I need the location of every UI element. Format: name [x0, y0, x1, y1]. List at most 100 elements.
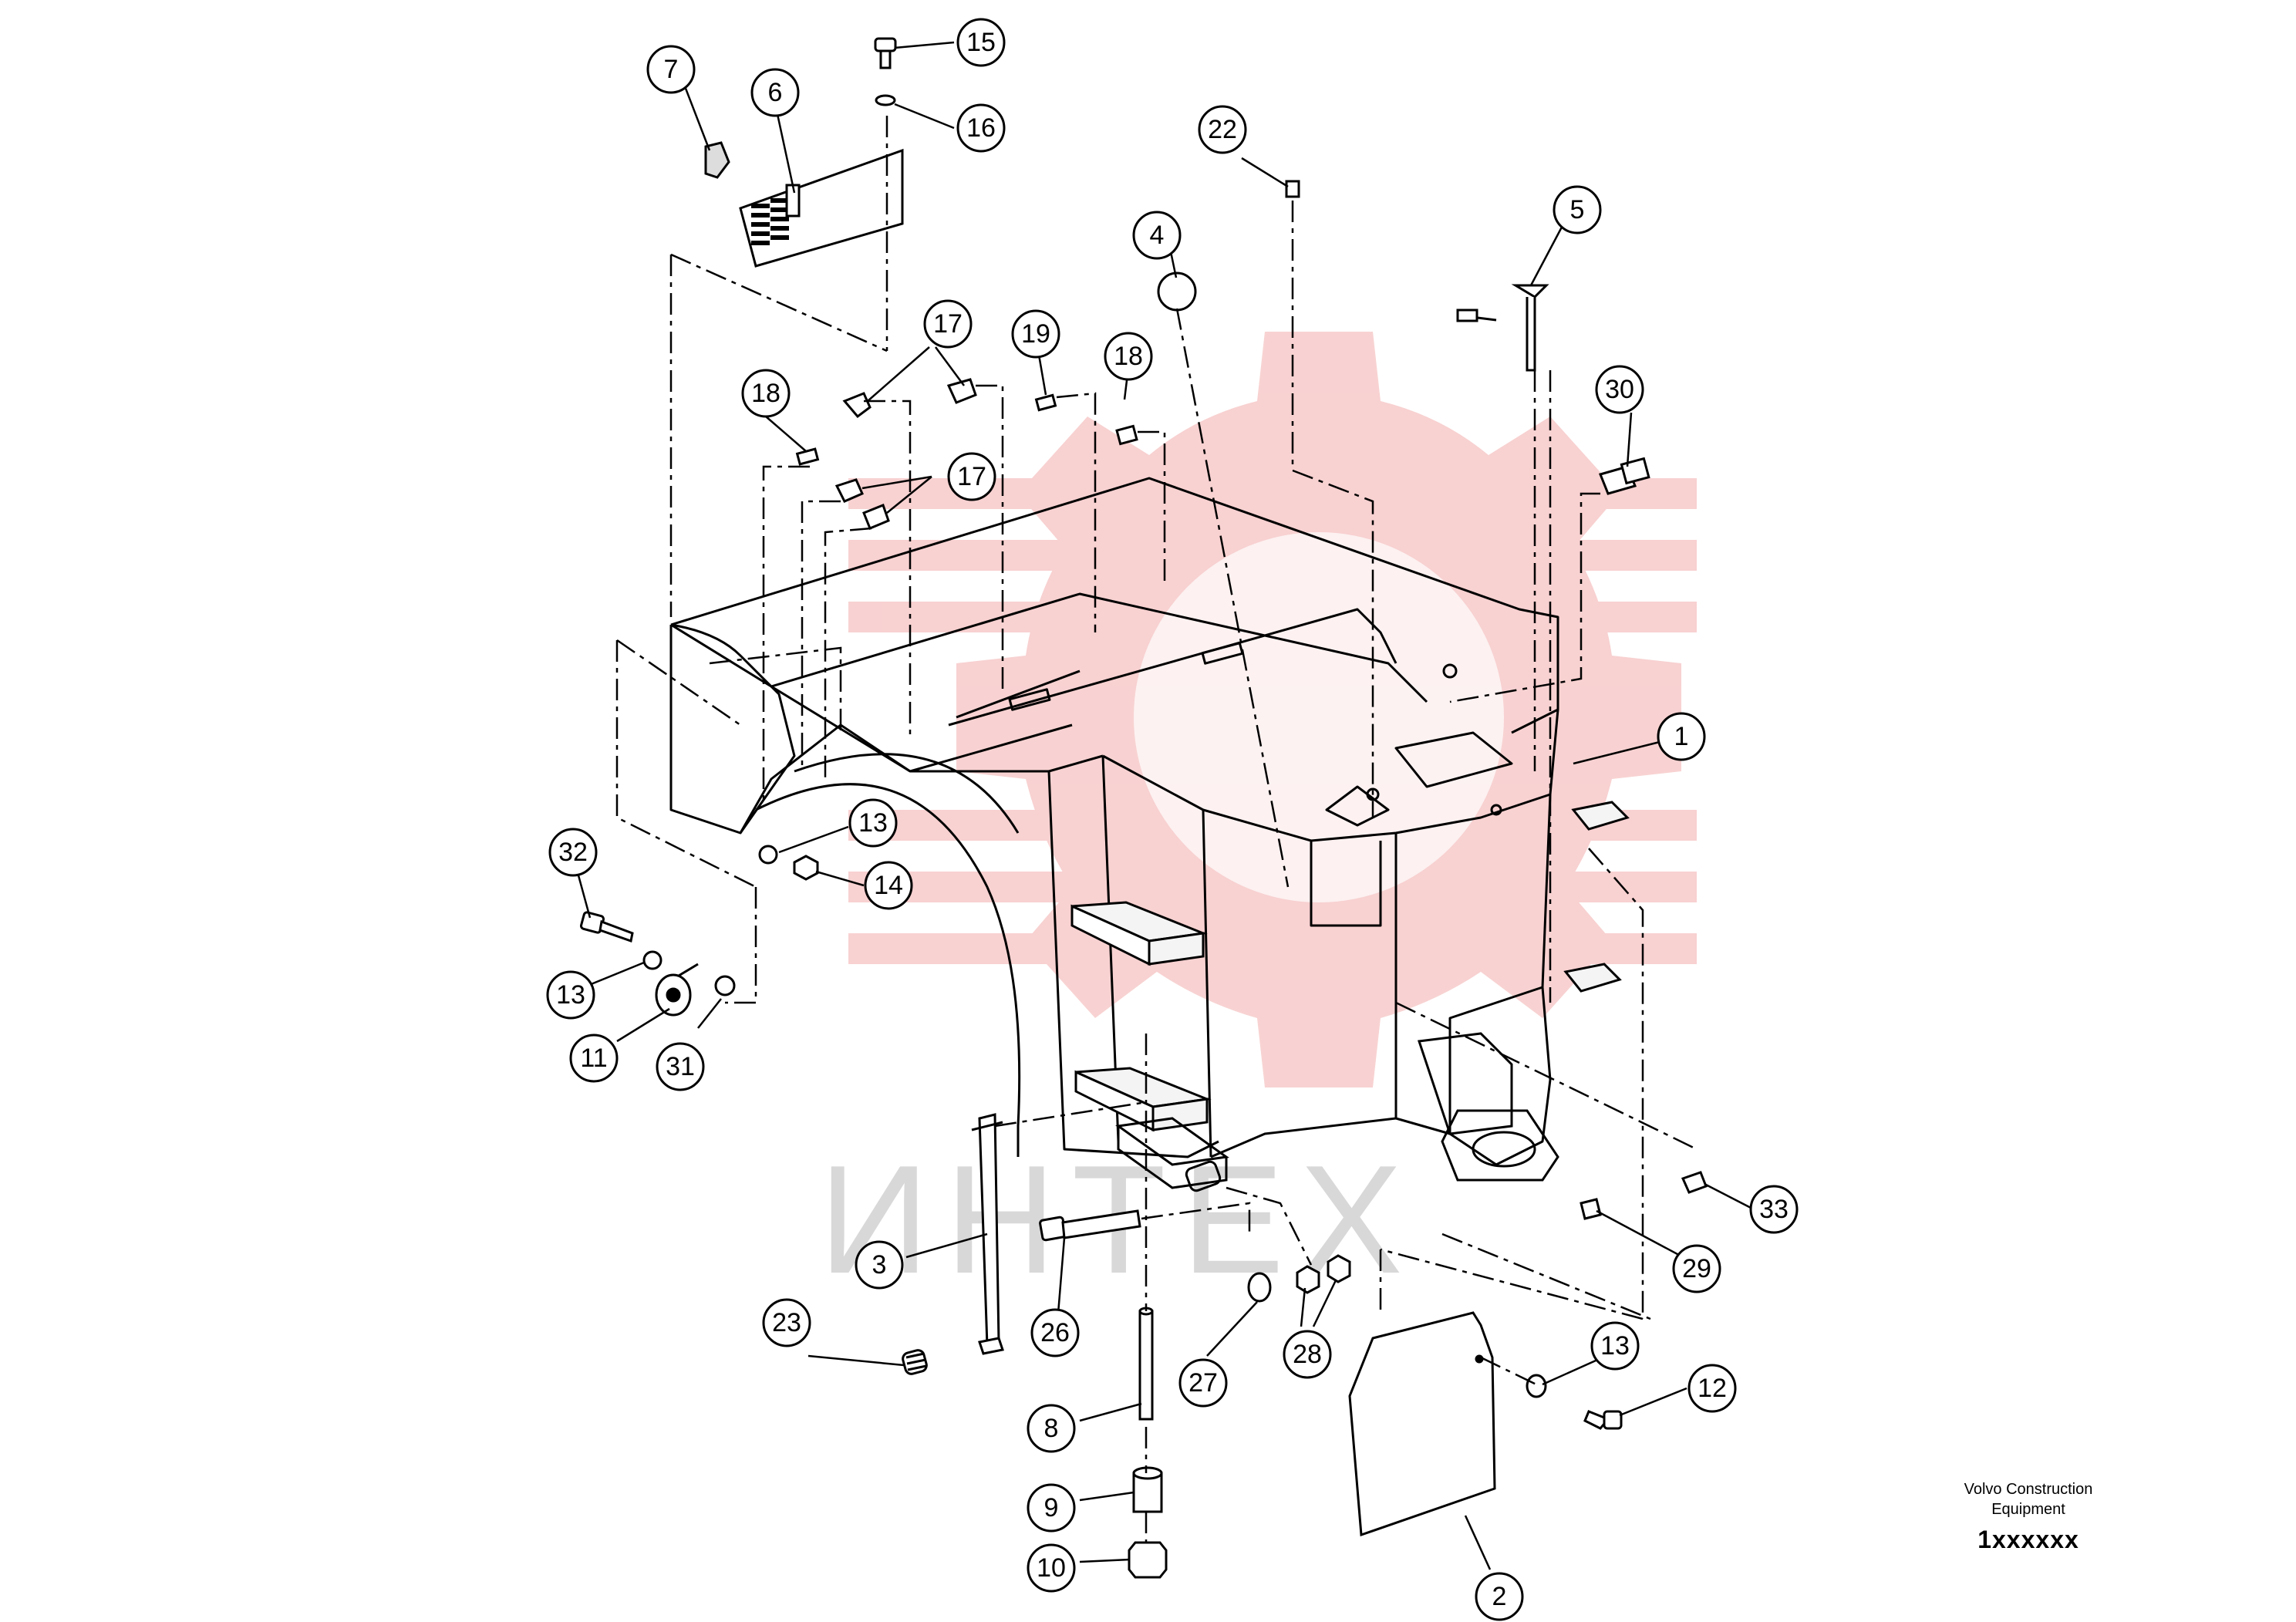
part-10-nut: [1128, 1541, 1168, 1579]
callout-label-29: 29: [1682, 1254, 1711, 1283]
callout-label-6: 6: [768, 78, 783, 107]
callout-label-7: 7: [664, 55, 679, 84]
callout-17a: [923, 299, 973, 349]
callout-label-11: 11: [580, 1044, 607, 1073]
callout-12: [1687, 1364, 1737, 1413]
step-upper-left: [1070, 901, 1208, 966]
footer-company-line1: Volvo Construction: [1964, 1481, 2093, 1498]
callout-22: [1198, 105, 1247, 154]
callout-31: [656, 1042, 705, 1091]
callout-17b: [947, 452, 996, 501]
part-6-cover-plate: [739, 148, 904, 268]
part-26-bolt: [1039, 1209, 1141, 1242]
callout-label-31: 31: [666, 1052, 695, 1081]
rear-hitch: [1417, 1032, 1559, 1182]
callout-label-17a: 17: [933, 309, 963, 339]
part-22-fitting: [1285, 180, 1300, 198]
part-13-washer-c: [1526, 1374, 1547, 1398]
callout-label-9: 9: [1044, 1493, 1059, 1523]
footer-company-line2: Equipment: [1991, 1501, 2065, 1518]
part-13-washer-a: [758, 845, 778, 865]
callout-13b: [546, 970, 595, 1020]
callout-label-4: 4: [1150, 221, 1165, 250]
part-23-spring: [902, 1349, 928, 1375]
callout-label-16: 16: [966, 113, 996, 143]
part-28-nut-a: [1296, 1265, 1320, 1294]
part-8-pin: [1138, 1307, 1154, 1421]
part-9-bushing: [1132, 1466, 1163, 1513]
callout-label-2: 2: [1492, 1582, 1507, 1611]
part-28-nut-b: [1327, 1254, 1351, 1283]
part-27-washer: [1247, 1272, 1272, 1303]
callout-circles: [546, 18, 1799, 1621]
callout-label-32: 32: [558, 838, 588, 867]
callout-label-5: 5: [1570, 195, 1585, 224]
callout-label-28: 28: [1293, 1340, 1322, 1369]
callout-28: [1283, 1330, 1332, 1379]
callout-label-13b: 13: [556, 980, 585, 1010]
callout-label-14: 14: [874, 871, 903, 900]
callout-15: [956, 18, 1006, 67]
part-29-fitting: [1580, 1198, 1602, 1220]
callout-5: [1553, 185, 1602, 234]
callout-14: [864, 861, 913, 910]
callout-11: [569, 1034, 619, 1083]
callout-19: [1011, 309, 1060, 359]
step-upper-right: [1563, 801, 1630, 993]
callout-label-13c: 13: [1600, 1331, 1630, 1361]
callout-label-19: 19: [1021, 319, 1050, 349]
callout-label-18a: 18: [751, 379, 781, 408]
callout-label-27: 27: [1188, 1368, 1218, 1398]
callout-18a: [741, 369, 791, 418]
callout-29: [1672, 1244, 1721, 1293]
callout-9: [1027, 1483, 1076, 1533]
part-32-bolt: [579, 911, 634, 943]
part-11-bracket: [655, 963, 699, 1017]
callout-label-26: 26: [1040, 1318, 1070, 1347]
part-16-washer: [875, 94, 896, 106]
callout-27: [1178, 1358, 1228, 1408]
part-12-bolt: [1583, 1410, 1623, 1430]
part-4-cap: [1157, 271, 1197, 312]
callout-label-33: 33: [1759, 1195, 1789, 1224]
part-7-latch: [704, 141, 730, 179]
part-14-nut: [793, 855, 819, 881]
callout-33: [1749, 1185, 1799, 1234]
callout-label-10: 10: [1037, 1553, 1066, 1583]
callout-label-15: 15: [966, 28, 996, 57]
frame-body: [669, 477, 1559, 1166]
part-17-elbows: [834, 378, 977, 530]
watermark-logo-center: [1134, 532, 1504, 902]
callout-30: [1595, 365, 1644, 414]
footer-company-name: Volvo Construction Equipment: [1897, 1479, 2159, 1519]
callout-label-13a: 13: [858, 808, 888, 838]
part-3-rod: [971, 1113, 1004, 1355]
part-18-19-plugs: [795, 393, 1138, 466]
callout-label-23: 23: [772, 1308, 801, 1337]
callout-4: [1132, 211, 1182, 260]
callout-32: [548, 828, 598, 877]
callout-16: [956, 103, 1006, 153]
callout-13c: [1590, 1321, 1640, 1371]
footer-part-code: 1xxxxxx: [1977, 1526, 2079, 1553]
callout-label-18b: 18: [1114, 342, 1143, 371]
callout-label-30: 30: [1605, 375, 1634, 404]
callout-1: [1657, 712, 1706, 761]
part-13-washer-b: [642, 950, 663, 970]
callout-label-8: 8: [1044, 1414, 1059, 1443]
callout-label-3: 3: [872, 1250, 887, 1280]
callout-7: [646, 45, 696, 94]
part-2-plate: [1348, 1311, 1496, 1537]
callout-10: [1027, 1543, 1076, 1593]
part-30-fitting: [1598, 457, 1650, 495]
callout-2: [1475, 1572, 1524, 1621]
callout-label-22: 22: [1208, 115, 1237, 144]
callout-18b: [1104, 332, 1153, 381]
callout-23: [762, 1298, 811, 1347]
part-5-sensor: [1456, 284, 1549, 372]
callout-26: [1030, 1308, 1080, 1357]
callout-13a: [848, 798, 898, 848]
callout-label-17b: 17: [957, 462, 986, 491]
callout-label-1: 1: [1674, 722, 1689, 751]
